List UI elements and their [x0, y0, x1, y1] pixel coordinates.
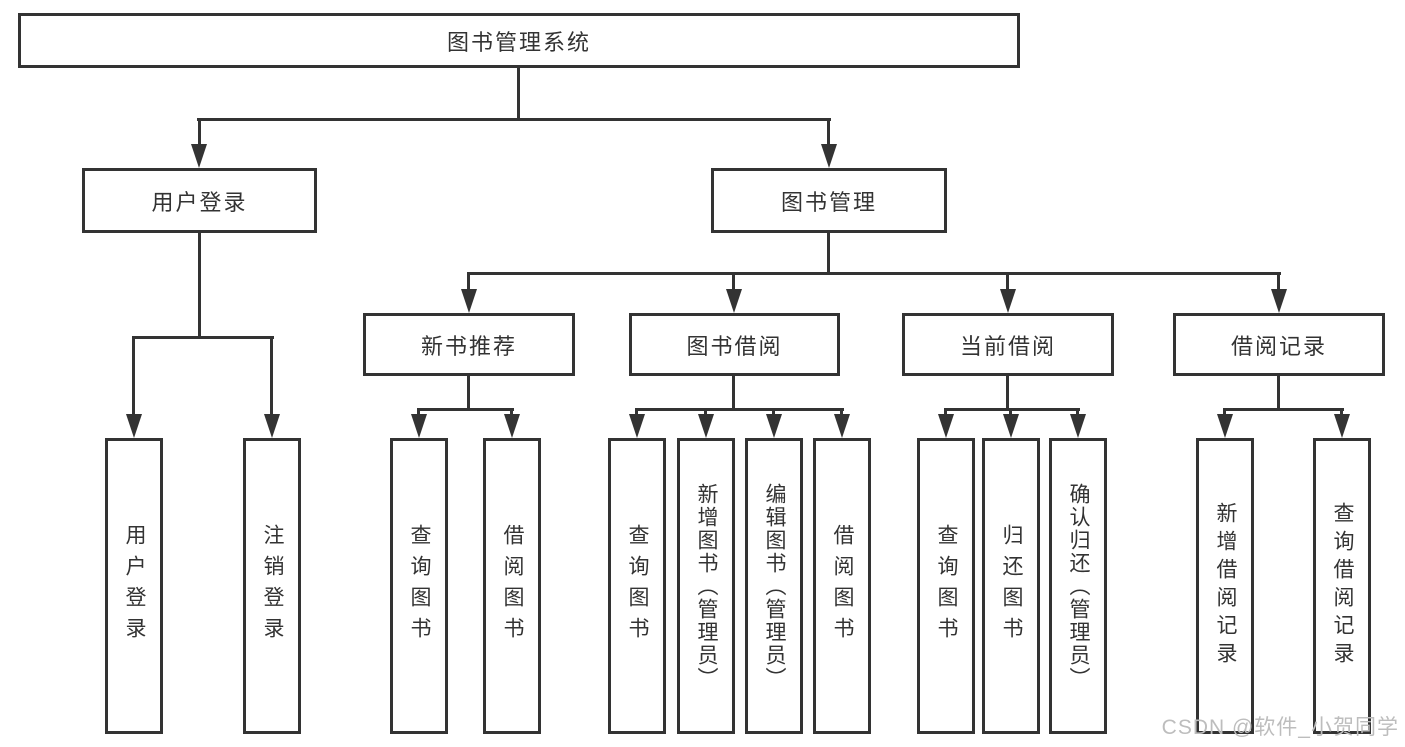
connector-line — [704, 411, 707, 415]
connector-line — [944, 408, 1080, 411]
leaf-borrow-books-borrow: 借阅图书 — [813, 438, 871, 734]
connector-line — [197, 118, 831, 121]
leaf-borrow-books-recommend: 借阅图书 — [483, 438, 541, 734]
arrow-down-icon — [126, 414, 142, 438]
arrow-down-icon — [1217, 414, 1233, 438]
connector-line — [1223, 408, 1344, 411]
connector-line — [510, 411, 513, 415]
connector-line — [1277, 376, 1280, 411]
connector-line — [198, 233, 201, 339]
arrow-down-icon — [766, 414, 782, 438]
connector-line — [1076, 411, 1079, 415]
arrow-down-icon — [1000, 289, 1016, 313]
leaf-confirm-return-admin: 确认归还（管理员） — [1049, 438, 1107, 734]
connector-line — [1006, 275, 1009, 289]
connector-line — [467, 275, 470, 289]
arrow-down-icon — [1003, 414, 1019, 438]
connector-line — [732, 275, 735, 289]
connector-line — [517, 68, 520, 121]
leaf-add-borrow-record: 新增借阅记录 — [1196, 438, 1254, 734]
arrow-down-icon — [504, 414, 520, 438]
connector-line — [732, 376, 735, 411]
connector-line — [1340, 411, 1343, 415]
arrow-down-icon — [726, 289, 742, 313]
connector-line — [827, 121, 830, 144]
connector-line — [198, 121, 201, 144]
connector-line — [1223, 411, 1226, 415]
arrow-down-icon — [1070, 414, 1086, 438]
node-book-management: 图书管理 — [711, 168, 947, 233]
connector-line — [132, 339, 135, 414]
leaf-return-book: 归还图书 — [982, 438, 1040, 734]
arrow-down-icon — [411, 414, 427, 438]
leaf-query-borrow-record: 查询借阅记录 — [1313, 438, 1371, 734]
node-new-book-recommend: 新书推荐 — [363, 313, 575, 376]
connector-line — [132, 336, 274, 339]
leaf-add-book-admin: 新增图书（管理员） — [677, 438, 735, 734]
connector-line — [270, 339, 273, 414]
arrow-down-icon — [821, 144, 837, 168]
leaf-query-books-recommend: 查询图书 — [390, 438, 448, 734]
connector-line — [772, 411, 775, 415]
leaf-query-books-current: 查询图书 — [917, 438, 975, 734]
arrow-down-icon — [698, 414, 714, 438]
arrow-down-icon — [191, 144, 207, 168]
arrow-down-icon — [1334, 414, 1350, 438]
connector-line — [467, 376, 470, 411]
connector-line — [840, 411, 843, 415]
leaf-logout: 注销登录 — [243, 438, 301, 734]
node-borrow-records: 借阅记录 — [1173, 313, 1385, 376]
connector-line — [1009, 411, 1012, 415]
node-book-management-system: 图书管理系统 — [18, 13, 1020, 68]
arrow-down-icon — [938, 414, 954, 438]
connector-line — [417, 411, 420, 415]
connector-line — [827, 233, 830, 275]
leaf-edit-book-admin: 编辑图书（管理员） — [745, 438, 803, 734]
leaf-query-books-borrow: 查询图书 — [608, 438, 666, 734]
arrow-down-icon — [461, 289, 477, 313]
connector-line — [1006, 376, 1009, 411]
arrow-down-icon — [834, 414, 850, 438]
connector-line — [1277, 275, 1280, 289]
node-user-login: 用户登录 — [82, 168, 317, 233]
arrow-down-icon — [1271, 289, 1287, 313]
connector-line — [635, 408, 844, 411]
leaf-user-login: 用户登录 — [105, 438, 163, 734]
csdn-watermark: CSDN @软件_小贺同学 — [1161, 716, 1399, 739]
node-current-borrow: 当前借阅 — [902, 313, 1114, 376]
connector-line — [635, 411, 638, 415]
arrow-down-icon — [264, 414, 280, 438]
node-book-borrow: 图书借阅 — [629, 313, 840, 376]
connector-line — [467, 272, 1281, 275]
connector-line — [944, 411, 947, 415]
arrow-down-icon — [629, 414, 645, 438]
connector-line — [417, 408, 514, 411]
